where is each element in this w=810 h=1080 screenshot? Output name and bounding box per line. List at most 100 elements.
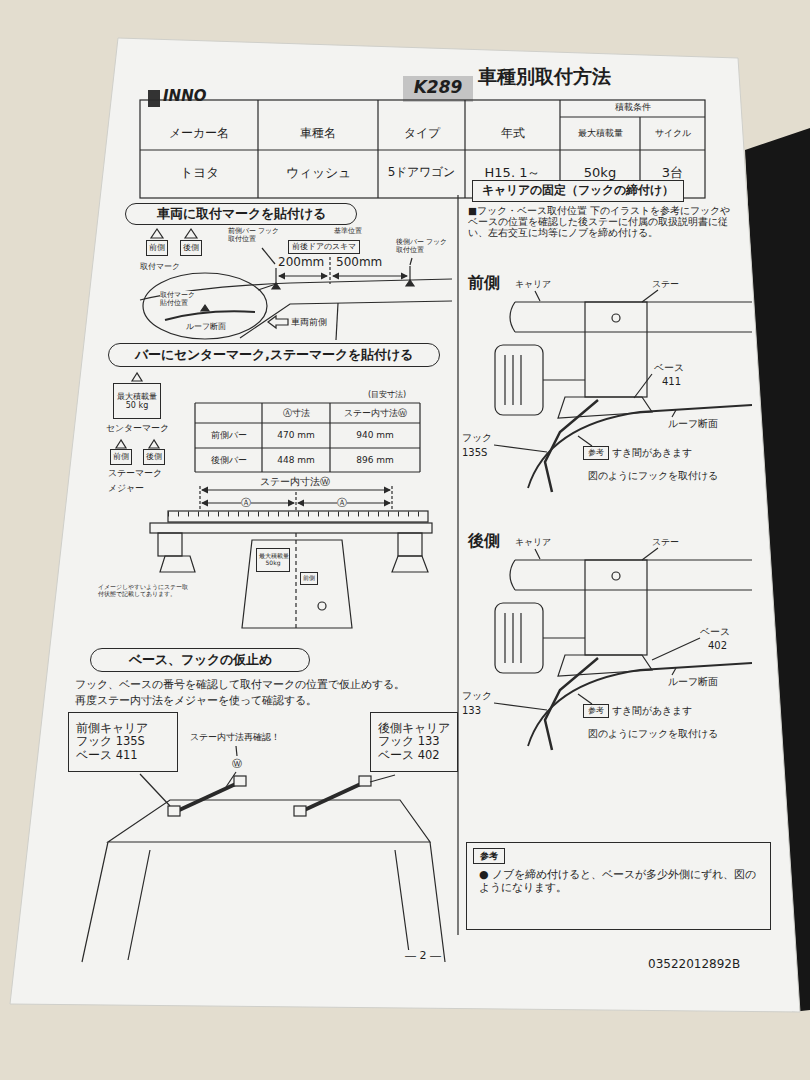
label-block: 取付マーク貼付位置 xyxy=(160,291,200,307)
mark-sticker: 後側 xyxy=(180,240,202,256)
mark-sticker: 前側 xyxy=(300,572,318,585)
annotation-label: メーカー名 xyxy=(169,126,229,140)
label-block: ウィッシュ xyxy=(258,166,378,181)
center-mark: 最大積載量50 kg xyxy=(113,383,161,419)
section-heading: バーにセンターマーク,ステーマークを貼付ける xyxy=(108,343,440,367)
label-block: 940 mm xyxy=(330,430,420,440)
label-block: Ⓐ xyxy=(337,497,347,509)
box-heading: 前側 xyxy=(149,243,165,252)
annotation-label: ステーマーク xyxy=(108,468,162,478)
center-line xyxy=(295,533,296,628)
antenna-base xyxy=(318,602,326,610)
mark-sticker: 前側 xyxy=(110,449,132,465)
label-block: 411 xyxy=(662,376,681,388)
annotation-label: 前側 xyxy=(468,273,500,292)
annotation-label: 896 mm xyxy=(356,455,394,465)
page-title: 車種別取付方法 xyxy=(478,65,611,87)
leader-line xyxy=(140,774,170,806)
base-foot xyxy=(392,556,428,572)
label-block: イメージしやすいようにステー取付状態で記載してあります。 xyxy=(98,584,190,598)
logo-icon xyxy=(148,90,160,107)
label-block: センターマーク xyxy=(106,423,169,433)
annotation-label: センターマーク xyxy=(106,423,169,433)
annotation-label: ルーフ断面 xyxy=(668,418,718,429)
label-block: メジャー xyxy=(108,483,144,493)
annotation-label: 最大積載量 xyxy=(578,128,623,138)
carrier-foot xyxy=(359,776,371,786)
annotation-label: 940 mm xyxy=(356,430,394,440)
reference-tag: 参考 xyxy=(583,446,609,460)
label-block: ルーフ断面 xyxy=(186,322,226,331)
annotation-label: 3台 xyxy=(662,165,683,180)
annotation-label: Ⓐ xyxy=(337,497,347,508)
annotation-label: ステー xyxy=(652,279,679,289)
annotation-label: すき間があきます xyxy=(612,705,692,716)
label-block: キャリア xyxy=(515,279,551,289)
label-block: 再度ステー内寸法をメジャーを使って確認する。 xyxy=(75,694,317,706)
annotation-label: 基準位置 xyxy=(334,227,362,235)
label-block: フック xyxy=(462,432,492,444)
label-block: ベース xyxy=(700,626,730,638)
stay xyxy=(585,560,647,655)
label-block: フック、ベースの番号を確認して取付マークの位置で仮止めする。 xyxy=(75,678,405,690)
box-heading: 最大積載量 xyxy=(259,553,287,560)
annotation-label: K289 xyxy=(414,77,463,97)
mount-mark xyxy=(272,283,280,289)
label-block: 図のようにフックを取付ける xyxy=(588,728,718,740)
label-block: ― 2 ― xyxy=(405,950,441,963)
carrier-bar xyxy=(510,302,752,332)
dimension-tick xyxy=(200,486,392,510)
tape-measure xyxy=(168,511,428,522)
center-mark: 最大積載量50kg xyxy=(256,548,290,572)
mark-sticker: 前側 xyxy=(146,240,168,256)
leader-line xyxy=(494,290,676,452)
annotation-label: ステー内寸法Ⓦ xyxy=(344,408,407,418)
carrier-parts-box: 後側キャリアフック 133 ベース 402 xyxy=(370,712,458,772)
leader-line xyxy=(236,746,237,756)
label-block: ステー内寸法Ⓦ xyxy=(330,408,420,418)
label-block: すき間があきます xyxy=(612,447,692,459)
box-heading: バーにセンターマーク,ステーマークを貼付ける xyxy=(135,348,413,363)
label-block: 50kg xyxy=(560,166,640,181)
annotation-label: (目安寸法) xyxy=(368,390,406,399)
label-block: 基準位置 xyxy=(334,227,362,235)
label-block: 03522012892B xyxy=(648,958,740,972)
label-block: フック xyxy=(462,690,492,702)
stay xyxy=(158,533,182,556)
annotation-label: ステー内寸法再確認！ xyxy=(190,732,280,742)
box-heading: 参考 xyxy=(588,448,604,457)
front-carrier-detail xyxy=(495,302,752,492)
mount-mark xyxy=(201,305,209,311)
mark-triangle xyxy=(151,229,163,238)
dimension-line xyxy=(333,275,407,276)
box-heading: 後側 xyxy=(146,452,162,461)
box-body: フック 133 ベース 402 xyxy=(378,735,450,761)
annotation-label: 前側バー フック取付位置 xyxy=(228,227,279,243)
label-block: 5ドアワゴン xyxy=(378,166,465,180)
annotation-label: 積載条件 xyxy=(615,102,651,112)
detail-bubble xyxy=(143,273,267,339)
annotation-label: 取付マーク xyxy=(140,262,180,271)
annotation-label: 再度ステー内寸法をメジャーを使って確認する。 xyxy=(75,694,317,706)
box-heading: キャリアの固定（フックの締付け） xyxy=(482,184,674,197)
annotation-label: ルーフ断面 xyxy=(668,676,718,687)
annotation-label: ステー内寸法Ⓦ xyxy=(260,476,330,487)
annotation-label: ― 2 ― xyxy=(405,949,441,962)
annotation-label: Ⓦ xyxy=(232,758,242,769)
label-block: 前側バー xyxy=(195,430,262,440)
roof-outline xyxy=(242,540,352,628)
annotation-label: 03522012892B xyxy=(648,957,740,971)
section-heading: ベース、フックの仮止め xyxy=(90,648,310,672)
label-block: 図のようにフックを取付ける xyxy=(588,470,718,482)
label-block: 402 xyxy=(708,640,727,652)
annotation-label: 図のようにフックを取付ける xyxy=(588,728,718,739)
annotation-label: フック、ベースの番号を確認して取付マークの位置で仮止めする。 xyxy=(75,678,405,690)
label-block: (目安寸法) xyxy=(368,390,406,399)
annotation-label: ベース xyxy=(654,362,684,373)
annotation-label: 図のようにフックを取付ける xyxy=(588,470,718,481)
carrier-parts-box: 前側キャリアフック 135S ベース 411 xyxy=(68,712,178,772)
box-heading: 前側 xyxy=(113,452,129,461)
annotation-label: ウィッシュ xyxy=(286,165,351,180)
label-block: すき間があきます xyxy=(612,705,692,717)
